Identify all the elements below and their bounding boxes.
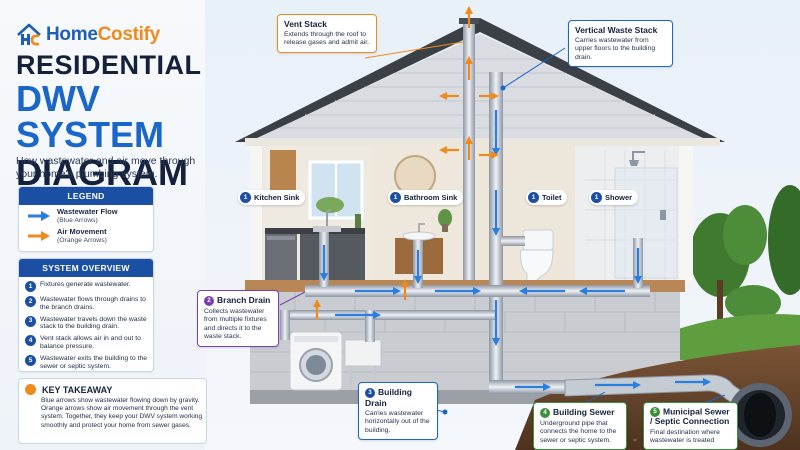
- overview-text: Wastewater flows through drains to the b…: [40, 296, 146, 311]
- overview-item: 5 Wastewater exits the building to the se…: [19, 351, 153, 371]
- callout-number: 4: [540, 407, 550, 418]
- callout-title: Vent Stack: [284, 19, 327, 29]
- overview-text: Wastewater travels down the waste stack …: [40, 315, 147, 331]
- step-number: 5: [25, 354, 36, 366]
- dishwasher: [265, 234, 297, 280]
- fixture-label-toilet[interactable]: 1 Toilet: [526, 190, 568, 205]
- key-takeaway-card: KEY TAKEAWAY Blue arrows show wastewater…: [18, 378, 207, 444]
- shower-head: [632, 151, 645, 160]
- title-line-1: RESIDENTIAL: [16, 50, 202, 80]
- legend-label-wastewater: Wastewater Flow: [57, 207, 118, 216]
- brand-name-secondary: Costify: [97, 24, 161, 45]
- page-title: RESIDENTIAL DWV SYSTEM DIAGRAM: [16, 52, 215, 191]
- callout-title: Branch Drain: [217, 295, 271, 305]
- toilet-tank: [522, 229, 554, 251]
- overview-item: 3 Wastewater travels down the waste stack…: [19, 312, 153, 332]
- fixture-number: 1: [591, 192, 602, 203]
- kitchen-cabinet: [270, 150, 296, 195]
- legend-card: LEGEND Wastewater Flow(Blue Arrows) Air …: [18, 186, 154, 252]
- fixture-number: 1: [240, 192, 251, 203]
- callout-text: Extends through the roof to release gase…: [284, 31, 370, 47]
- overview-item: 2 Wastewater flows through drains to the …: [19, 292, 153, 312]
- blue-arrow-icon: [28, 211, 50, 222]
- toilet-room: [465, 146, 575, 281]
- house-cutaway-illustration: [205, 0, 800, 450]
- overview-heading: SYSTEM OVERVIEW: [19, 259, 153, 277]
- step-number: 1: [25, 281, 36, 292]
- callout-title: Building Sewer: [553, 407, 615, 417]
- shower-valve: [660, 210, 666, 220]
- fixture-name: Bathroom Sink: [404, 193, 458, 202]
- callout-title: Building Drain: [365, 387, 412, 408]
- brand-name-primary: Home: [46, 24, 98, 45]
- legend-sub-air: (Orange Arrows): [57, 236, 107, 244]
- fixture-label-bathroom-sink[interactable]: 1 Bathroom Sink: [388, 190, 464, 205]
- takeaway-title: KEY TAKEAWAY: [42, 384, 113, 395]
- legend-heading: LEGEND: [19, 187, 153, 205]
- takeaway-text: Blue arrows show wastewater flowing down…: [41, 397, 203, 429]
- overview-item: 1 Fixtures generate wastewater.: [19, 277, 153, 292]
- dwv-diagram: 1 Kitchen Sink 1 Bathroom Sink 1 Toilet …: [197, 0, 800, 450]
- lightbulb-icon: [25, 384, 36, 395]
- legend-item-air: Air Movement(Orange Arrows): [19, 225, 153, 245]
- overview-text: Fixtures generate wastewater.: [40, 281, 131, 288]
- kitchen-sink: [313, 226, 341, 232]
- air-movement-arrows: [315, 12, 493, 320]
- fixture-name: Toilet: [542, 193, 562, 202]
- tree: [768, 185, 800, 295]
- page-subtitle: How wastewater and air move through your…: [16, 155, 196, 180]
- callout-text: Collects wastewater from multiple fixtur…: [204, 307, 267, 341]
- kitchen-base-cabinet: [300, 234, 365, 280]
- callout-text: Underground pipe that connects the home …: [540, 419, 617, 444]
- callout-title: Vertical Waste Stack: [575, 25, 658, 35]
- step-number: 2: [25, 296, 36, 307]
- wastewater-flow-arrows: [322, 110, 705, 389]
- fixture-number: 1: [390, 192, 401, 203]
- overview-text: Vent stack allows air in and out to bala…: [40, 335, 141, 351]
- callout-number: 3: [365, 387, 375, 398]
- callout-text: Carries wastewater from upper floors to …: [575, 37, 656, 61]
- bush: [725, 285, 781, 321]
- title-line-3: DIAGRAM: [16, 152, 188, 193]
- fixture-name: Kitchen Sink: [254, 193, 300, 202]
- bathroom-sink: [402, 231, 436, 241]
- info-panel: HomeCostify RESIDENTIAL DWV SYSTEM DIAGR…: [0, 0, 215, 450]
- shower-glass: [614, 167, 678, 279]
- utility-sink: [344, 339, 382, 367]
- exterior-wall-left: [250, 146, 262, 282]
- title-line-2: DWV SYSTEM: [16, 78, 165, 155]
- fixture-number: 1: [528, 192, 539, 203]
- legend-item-wastewater: Wastewater Flow(Blue Arrows): [19, 205, 153, 225]
- overview-text: Wastewater exits the building to the sew…: [40, 354, 148, 370]
- house-logo-icon: [17, 23, 41, 46]
- system-overview-card: SYSTEM OVERVIEW 1 Fixtures generate waste…: [18, 258, 154, 372]
- step-number: 3: [25, 315, 36, 327]
- orange-arrow-icon: [28, 231, 50, 242]
- callout-vent-stack[interactable]: Vent Stack Extends through the roof to r…: [277, 14, 377, 53]
- callout-text: Carries wastewater horizontally out of t…: [365, 409, 430, 434]
- callout-waste-stack[interactable]: Vertical Waste Stack Carries wastewater …: [568, 20, 673, 68]
- callout-number: 2: [204, 295, 214, 306]
- fixture-name: Shower: [605, 193, 633, 202]
- ceiling-beam: [245, 138, 720, 146]
- brand-logo[interactable]: HomeCostify: [16, 23, 160, 47]
- callout-text: Final destination where wastewater is tr…: [650, 428, 720, 445]
- legend-label-air: Air Movement: [57, 226, 107, 236]
- callout-number: 5: [650, 407, 660, 417]
- attic-wall: [257, 34, 703, 138]
- fixture-label-kitchen-sink[interactable]: 1 Kitchen Sink: [238, 190, 306, 205]
- fixture-label-shower[interactable]: 1 Shower: [589, 190, 639, 205]
- legend-sub-wastewater: (Blue Arrows): [57, 217, 98, 225]
- overview-item: 4 Vent stack allows air in and out to bal…: [19, 331, 153, 351]
- callout-title: Municipal Sewer / Septic Connection: [650, 406, 730, 427]
- exterior-wall-right: [679, 146, 693, 282]
- step-number: 4: [25, 335, 36, 347]
